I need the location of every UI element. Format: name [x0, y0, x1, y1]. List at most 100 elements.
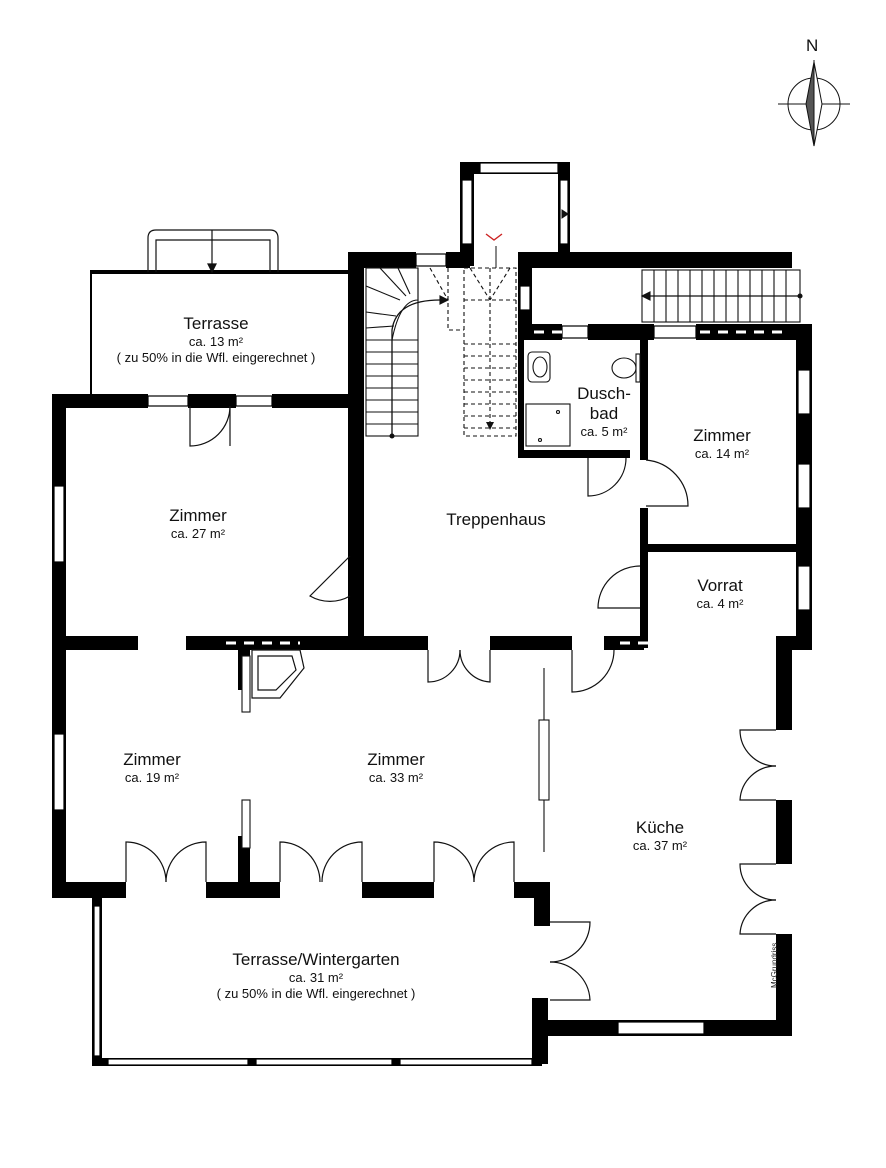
room-label-zimmer-14: Zimmer ca. 14 m² [693, 426, 751, 462]
wall [348, 636, 428, 650]
wall [348, 252, 364, 646]
stairs-right [640, 269, 803, 323]
wall [52, 636, 138, 650]
room-label-terrasse: Terrasse ca. 13 m² ( zu 50% in die Wfl. … [117, 314, 316, 366]
window [235, 395, 273, 407]
door [165, 841, 207, 883]
door [739, 899, 777, 935]
window [53, 733, 65, 811]
room-label-duschbad: Dusch- bad ca. 5 m² [577, 384, 631, 440]
room-name: Küche [635, 818, 685, 837]
room-name: Zimmer [123, 750, 181, 769]
wall [776, 800, 792, 864]
shower-icon [525, 403, 571, 447]
window [797, 463, 811, 509]
room-area: ca. 33 m² [368, 770, 424, 785]
window [617, 1021, 705, 1035]
room-area: ca. 5 m² [580, 424, 628, 439]
door [433, 841, 475, 883]
window [653, 325, 697, 339]
window [147, 395, 189, 407]
wall [648, 544, 798, 552]
wall [776, 636, 812, 650]
brand-label: McGrundriss [770, 942, 779, 988]
room-label-zimmer-27: Zimmer ca. 27 m² [169, 506, 227, 542]
door [739, 863, 777, 901]
wall [186, 636, 366, 650]
sink-icon [527, 351, 551, 383]
room-area: ca. 37 m² [632, 838, 688, 853]
wall [90, 270, 92, 394]
room-name: Zimmer [169, 506, 227, 525]
wall [362, 882, 434, 898]
fireplace-icon [251, 649, 305, 699]
room-name: Dusch- [577, 384, 631, 403]
room-area: ca. 4 m² [696, 596, 744, 611]
door [125, 841, 167, 883]
room-area: ca. 27 m² [170, 526, 226, 541]
bathroom-fixtures [525, 351, 641, 447]
room-label-treppenhaus: Treppenhaus [446, 510, 546, 530]
wall [518, 252, 792, 268]
window [399, 1058, 533, 1066]
room-area: ca. 13 m² [188, 334, 244, 349]
compass-north-label: N [806, 36, 819, 55]
stairs-left [365, 267, 450, 439]
room-area: ca. 31 m² [288, 970, 344, 985]
door [571, 649, 615, 693]
wall [776, 934, 792, 1030]
door [459, 649, 491, 683]
door [309, 555, 351, 602]
room-label-zimmer-33: Zimmer ca. 33 m² [367, 750, 425, 786]
door [739, 765, 777, 801]
wall [348, 252, 416, 268]
wall [490, 636, 572, 650]
room-area: ca. 14 m² [694, 446, 750, 461]
wall [518, 450, 630, 458]
room-area: ca. 19 m² [124, 770, 180, 785]
door [427, 649, 461, 683]
window [461, 179, 473, 245]
room-name: Zimmer [367, 750, 425, 769]
door [189, 405, 231, 447]
entrance-marker-icon [485, 233, 503, 241]
wall [588, 324, 654, 340]
room-label-wintergarten: Terrasse/Wintergarten ca. 31 m² ( zu 50%… [217, 950, 416, 1002]
wall [534, 882, 550, 926]
window [93, 905, 101, 1057]
door [597, 565, 641, 609]
window [479, 162, 559, 174]
window [519, 285, 531, 311]
wall [640, 340, 648, 460]
stairs-center [429, 267, 517, 437]
wall [640, 508, 648, 648]
entrance-door [561, 209, 570, 219]
door [587, 457, 627, 497]
room-name: Terrasse/Wintergarten [232, 950, 400, 969]
wall [52, 882, 126, 898]
wall [52, 394, 148, 408]
room-label-kueche: Küche ca. 37 m² [633, 818, 687, 854]
window [797, 369, 811, 415]
window [797, 565, 811, 611]
wall [518, 328, 524, 456]
room-name: Vorrat [697, 576, 743, 595]
wall [776, 648, 792, 730]
dashed-partitions [226, 330, 790, 645]
room-label-zimmer-19: Zimmer ca. 19 m² [123, 750, 181, 786]
window [53, 485, 65, 563]
door [645, 459, 689, 507]
door [549, 961, 591, 1001]
sliding-doors [241, 655, 550, 852]
door [739, 729, 777, 767]
stair-arrow-icon [486, 422, 494, 430]
window [107, 1058, 249, 1066]
wall [272, 394, 362, 408]
door [549, 921, 591, 963]
window [415, 253, 447, 267]
door [279, 841, 321, 883]
north-arrow-icon [778, 60, 850, 147]
room-name-line2: bad [589, 404, 619, 423]
wall [188, 394, 236, 408]
